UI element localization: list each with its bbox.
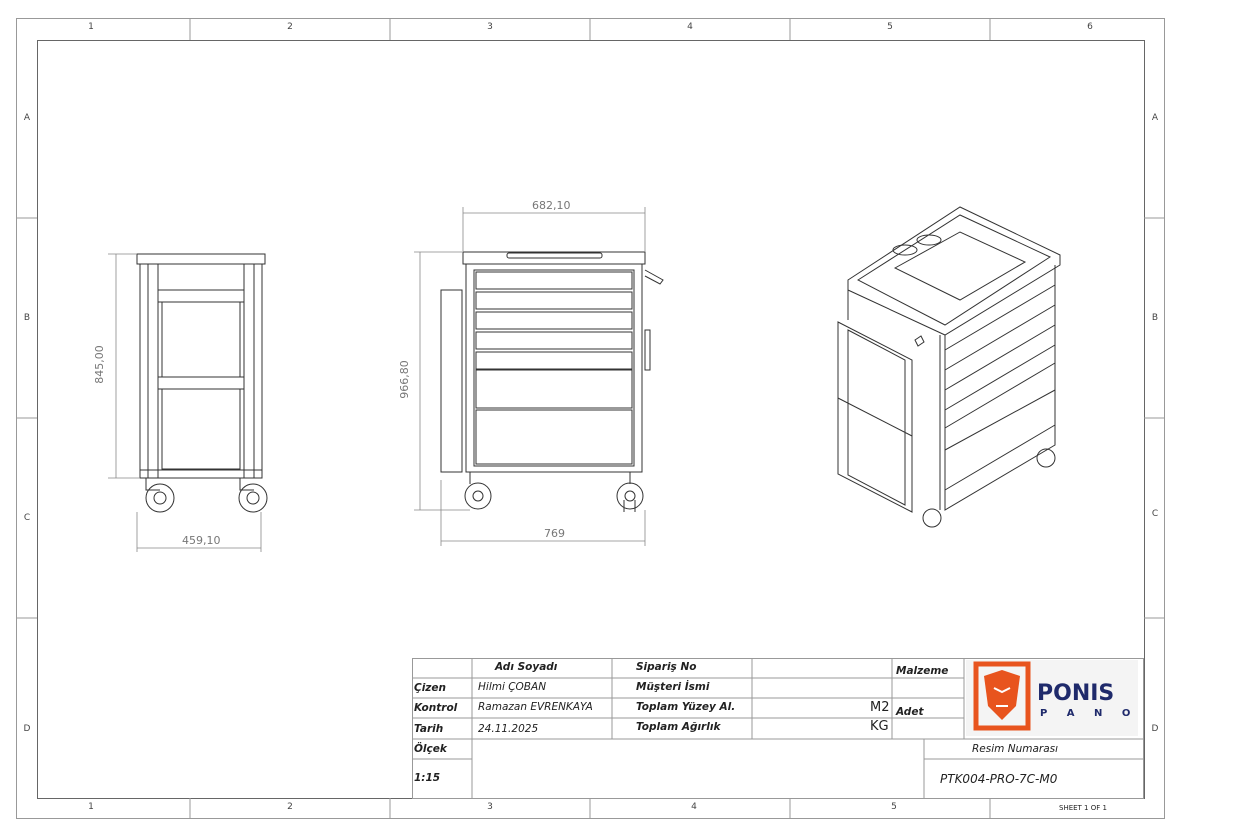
date-label: Tarih	[414, 723, 444, 735]
dim-side-width: 459,10	[182, 534, 221, 547]
dim-front-total-width: 769	[544, 527, 565, 540]
surface-label: Toplam Yüzey Al.	[636, 701, 736, 713]
sheet-number: SHEET 1 OF 1	[1059, 804, 1107, 812]
check-value: Ramazan EVRENKAYA	[478, 701, 593, 713]
zone-col-2-bottom: 2	[287, 802, 293, 812]
zone-row-c: C	[23, 513, 31, 523]
drawer-fronts	[475, 271, 633, 465]
zone-row-a: A	[23, 113, 31, 123]
scale-value: 1:15	[414, 772, 441, 784]
drawn-label: Çizen	[414, 682, 447, 694]
drawing-number: PTK004-PRO-7C-M0	[940, 772, 1058, 786]
logo-sub: P A N O	[1040, 708, 1139, 719]
zone-row-a-right: A	[1151, 113, 1159, 123]
zone-col-2: 2	[287, 22, 293, 32]
zone-col-5: 5	[887, 22, 893, 32]
ponis-logo	[966, 660, 1138, 736]
weight-label: Toplam Ağırlık	[636, 721, 721, 733]
isometric-view	[837, 206, 1061, 528]
zone-col-1-bottom: 1	[88, 802, 94, 812]
front-view	[440, 251, 664, 512]
zone-col-4-bottom: 4	[691, 802, 697, 812]
dim-front-height: 966,80	[397, 360, 411, 399]
zone-row-d: D	[23, 724, 31, 734]
drawn-value: Hilmi ÇOBAN	[478, 681, 547, 693]
zone-col-3: 3	[487, 22, 493, 32]
zone-row-b-right: B	[1151, 313, 1159, 323]
drawing-number-label: Resim Numarası	[972, 743, 1059, 755]
name-header: Adı Soyadı	[495, 661, 558, 673]
zone-row-c-right: C	[1151, 509, 1159, 519]
zone-col-3-bottom: 3	[487, 802, 493, 812]
zone-dividers	[16, 18, 1164, 818]
order-label: Sipariş No	[636, 661, 697, 673]
check-label: Kontrol	[414, 702, 458, 714]
zone-row-d-right: D	[1151, 724, 1159, 734]
scale-label: Ölçek	[414, 743, 447, 755]
quantity-label: Adet	[896, 706, 924, 718]
zone-row-b: B	[23, 313, 31, 323]
zone-col-4: 4	[687, 22, 693, 32]
weight-unit: KG	[870, 719, 889, 734]
dim-front-top-width: 682,10	[532, 199, 571, 212]
customer-label: Müşteri İsmi	[636, 681, 710, 693]
zone-col-6: 6	[1087, 22, 1093, 32]
material-label: Malzeme	[896, 665, 949, 677]
dim-side-height: 845,00	[92, 345, 106, 384]
zone-col-5-bottom: 5	[891, 802, 897, 812]
title-block-grid	[412, 658, 1144, 799]
side-dimensions	[108, 253, 262, 552]
date-value: 24.11.2025	[478, 723, 539, 735]
surface-unit: M2	[870, 700, 890, 715]
side-view	[136, 253, 268, 513]
front-dimensions	[414, 207, 646, 546]
zone-col-1: 1	[88, 22, 94, 32]
logo-brand: PONIS	[1037, 681, 1115, 706]
